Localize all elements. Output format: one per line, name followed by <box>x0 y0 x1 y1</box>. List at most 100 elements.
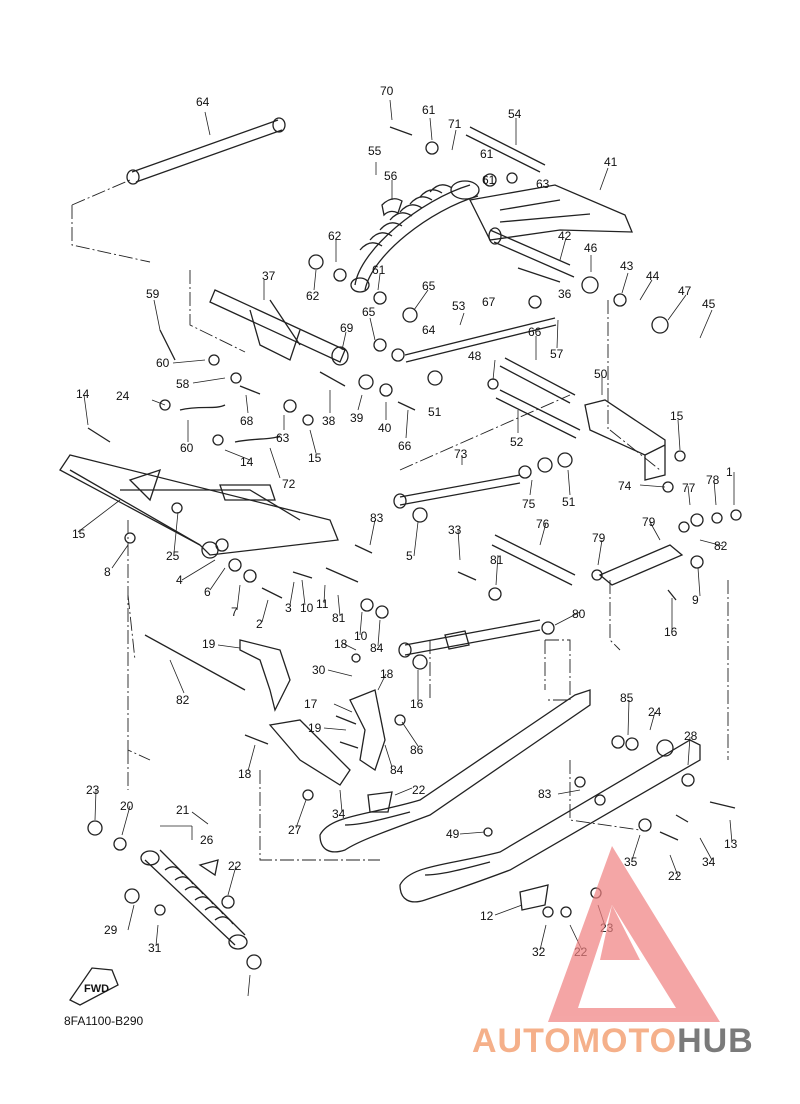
callout: 28 <box>684 729 698 743</box>
callout: 15 <box>670 409 684 423</box>
callout: 54 <box>508 107 522 121</box>
callout: 33 <box>448 523 462 537</box>
callout: 34 <box>702 855 716 869</box>
callout: 15 <box>72 527 86 541</box>
group-line <box>127 594 136 790</box>
callout: 3 <box>285 601 292 615</box>
callout: 61 <box>480 147 494 161</box>
watermark-part2: HUB <box>677 1022 754 1060</box>
bolt-30 <box>144 634 246 691</box>
callout: 61 <box>422 103 436 117</box>
callout: 51 <box>562 495 576 509</box>
callout: 48 <box>468 349 482 363</box>
callout: 70 <box>380 84 394 98</box>
callout: 67 <box>482 295 496 309</box>
rod-64-middle-2 <box>405 324 557 363</box>
callout: 74 <box>618 479 632 493</box>
callout: 58 <box>176 377 190 391</box>
upper-arm-41 <box>465 126 633 278</box>
callout: 68 <box>240 414 254 428</box>
callout: 75 <box>522 497 536 511</box>
callout: 53 <box>452 299 466 313</box>
callout: 16 <box>664 625 678 639</box>
callout: 46 <box>584 241 598 255</box>
callout: 14 <box>76 387 90 401</box>
rear-shock-lower <box>140 849 248 950</box>
fwd-arrow-icon: FWD <box>69 967 119 1006</box>
callout: 9 <box>692 593 699 607</box>
callout: 17 <box>304 697 318 711</box>
callout: 77 <box>682 481 696 495</box>
callout: 78 <box>706 473 720 487</box>
callout: 56 <box>384 169 398 183</box>
callout: 49 <box>446 827 460 841</box>
callout: 44 <box>646 269 660 283</box>
watermark-text: AUTOMOTOHUB <box>472 1022 754 1061</box>
callout: 11 <box>316 597 329 611</box>
rod-33 <box>491 534 576 586</box>
callout: 66 <box>528 325 542 339</box>
bracket-16b <box>349 689 386 772</box>
callout: 31 <box>148 941 162 955</box>
callout: 76 <box>536 517 550 531</box>
callout: 84 <box>370 641 384 655</box>
callout: 65 <box>422 279 436 293</box>
callout: 43 <box>620 259 634 273</box>
callout: 63 <box>536 177 550 191</box>
callout: 61 <box>372 263 386 277</box>
rod-64-middle <box>404 317 556 356</box>
frame-arm-36 <box>209 289 349 366</box>
bracket-16 <box>239 639 291 712</box>
rod-64-upper <box>126 117 286 185</box>
callout: 34 <box>332 807 346 821</box>
callout: 39 <box>350 411 364 425</box>
group-line <box>544 639 571 701</box>
callout: 57 <box>550 347 564 361</box>
link-27 <box>268 719 351 786</box>
callout: 32 <box>532 945 546 959</box>
callout: 21 <box>176 803 190 817</box>
callout: 1 <box>726 465 733 479</box>
callout: 52 <box>510 435 524 449</box>
callout: 50 <box>594 367 608 381</box>
callout: 6 <box>204 585 211 599</box>
callout: 10 <box>354 629 368 643</box>
callout: 4 <box>176 573 183 587</box>
callout: 25 <box>166 549 180 563</box>
group-line <box>71 179 151 263</box>
callout: 18 <box>238 767 252 781</box>
group-line <box>609 580 729 760</box>
callout: 26 <box>200 833 214 847</box>
fwd-label: FWD <box>84 983 109 995</box>
callout: 85 <box>620 691 634 705</box>
callout: 35 <box>624 855 638 869</box>
slide-rail-right <box>399 739 701 903</box>
callout: 22 <box>412 783 426 797</box>
callout: 16 <box>410 697 424 711</box>
callout: 8 <box>104 565 111 579</box>
callout: 71 <box>448 117 462 131</box>
group-line <box>127 520 151 761</box>
callout: 13 <box>724 837 738 851</box>
callout: 55 <box>368 144 382 158</box>
callout: 73 <box>454 447 468 461</box>
callout: 19 <box>308 721 322 735</box>
callout: 81 <box>332 611 346 625</box>
callout: 40 <box>378 421 392 435</box>
callout: 41 <box>604 155 618 169</box>
leader-lines <box>77 99 735 997</box>
callout: 24 <box>648 705 662 719</box>
callout: 5 <box>406 549 413 563</box>
callout: 38 <box>322 414 336 428</box>
callout: 66 <box>398 439 412 453</box>
group-line <box>259 640 431 861</box>
callout: 64 <box>422 323 436 337</box>
callout: 2 <box>256 617 263 631</box>
callout: 22 <box>228 859 242 873</box>
callout: 83 <box>370 511 384 525</box>
callout: 51 <box>428 405 442 419</box>
callout: 47 <box>678 284 692 298</box>
callout: 59 <box>146 287 160 301</box>
rod-72 <box>393 474 521 509</box>
callout: 15 <box>308 451 322 465</box>
